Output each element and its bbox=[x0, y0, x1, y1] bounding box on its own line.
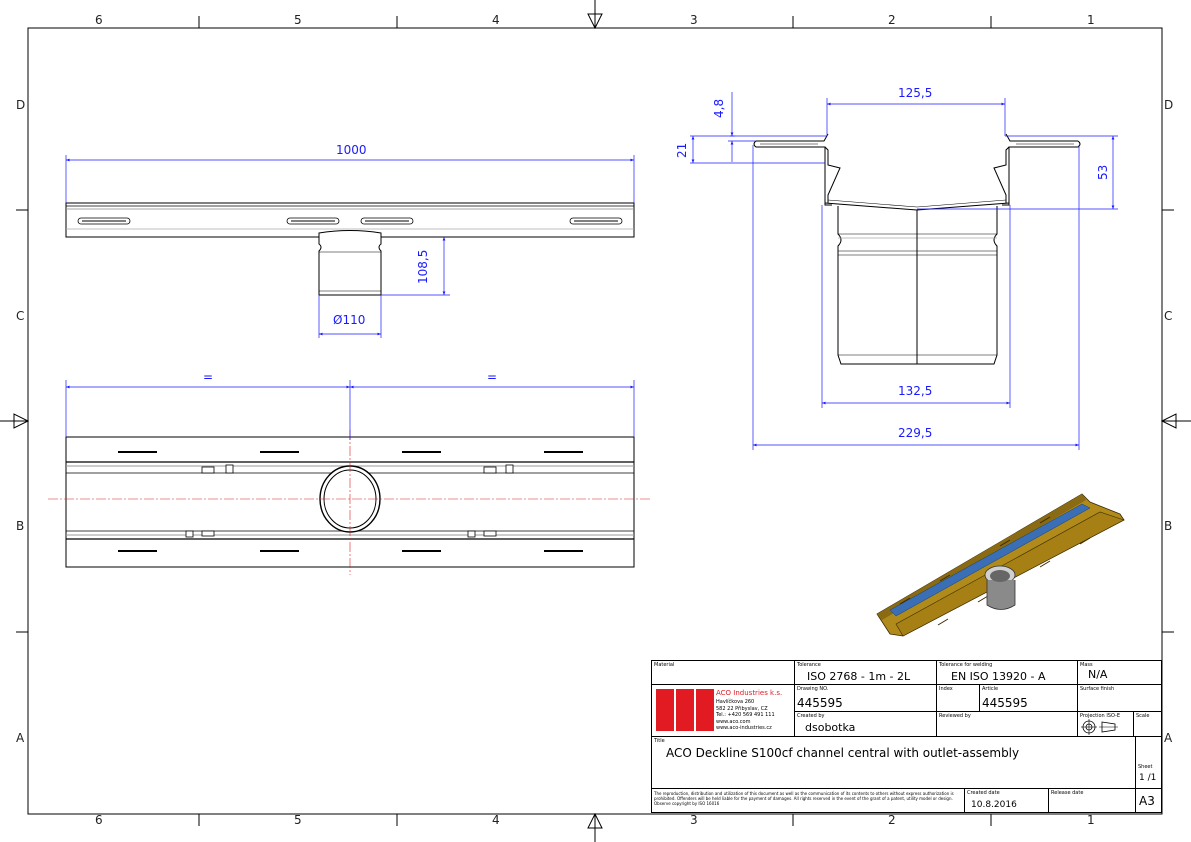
copyright-disclaimer: The reproduction, distribution and utili… bbox=[654, 791, 954, 806]
mass-cell: Mass N/A bbox=[1078, 661, 1162, 685]
drawing-title: ACO Deckline S100cf channel central with… bbox=[666, 746, 1020, 760]
surface-finish-cell: Surface finish bbox=[1078, 685, 1162, 712]
centering-mark-right bbox=[1160, 413, 1191, 429]
format-cell: A3 bbox=[1136, 789, 1162, 813]
created-by-label: Created by bbox=[797, 713, 825, 719]
created-by-cell: Created by dsobotka bbox=[795, 712, 937, 737]
drawing-no-cell: Drawing NO. 445595 bbox=[795, 685, 937, 712]
material-cell: Material bbox=[652, 661, 795, 685]
scale-label: Scale bbox=[1136, 713, 1150, 719]
dim-flange-height: 21 bbox=[675, 142, 689, 158]
address-line: www.aco.com bbox=[716, 718, 751, 725]
scale-cell: Scale bbox=[1134, 712, 1162, 737]
top-view bbox=[48, 380, 650, 575]
welding-tolerance-value: EN ISO 13920 - A bbox=[951, 670, 1046, 683]
address-line: Havlíčkova 260 bbox=[716, 699, 755, 705]
company-address: Havlíčkova 260 582 22 Přibyslav, CZ Tel.… bbox=[716, 699, 775, 732]
dim-equal-left: = bbox=[203, 370, 214, 384]
projection-symbol-icon bbox=[1081, 719, 1118, 735]
zone-label-left-B: B bbox=[16, 519, 25, 533]
tolerance-cell: Tolerance ISO 2768 - 1m - 2L bbox=[795, 661, 937, 685]
tolerance-label: Tolerance bbox=[797, 662, 821, 668]
address-line: www.aco-industries.cz bbox=[716, 725, 772, 731]
aco-logo bbox=[656, 689, 714, 731]
created-by-value: dsobotka bbox=[805, 721, 856, 734]
title-block: Material Tolerance ISO 2768 - 1m - 2L To… bbox=[651, 660, 1162, 813]
created-date-value: 10.8.2016 bbox=[971, 800, 1017, 810]
address-line: 582 22 Přibyslav, CZ bbox=[716, 705, 768, 712]
centering-mark-top bbox=[587, 0, 603, 30]
article-cell: Article 445595 bbox=[980, 685, 1078, 712]
zone-label-bottom-4: 4 bbox=[492, 813, 500, 827]
company-name: ACO Industries k.s. bbox=[716, 689, 783, 697]
dim-length-1000: 1000 bbox=[336, 143, 367, 157]
material-label: Material bbox=[654, 662, 675, 668]
dim-top-width: 125,5 bbox=[898, 86, 933, 100]
zone-label-left-C: C bbox=[16, 309, 25, 323]
reviewed-by-cell: Reviewed by bbox=[937, 712, 1078, 737]
zone-label-right-B: B bbox=[1164, 519, 1173, 533]
dim-total-width: 229,5 bbox=[898, 426, 933, 440]
zone-label-bottom-2: 2 bbox=[888, 813, 896, 827]
welding-tolerance-cell: Tolerance for welding EN ISO 13920 - A bbox=[937, 661, 1078, 685]
created-date-label: Created date bbox=[967, 790, 1000, 796]
welding-tolerance-label: Tolerance for welding bbox=[939, 662, 993, 668]
dim-equal-right: = bbox=[487, 370, 498, 384]
title-label: Title bbox=[654, 738, 665, 744]
dim-outlet-width: 132,5 bbox=[898, 384, 933, 398]
projection-label: Projection ISO-E bbox=[1080, 713, 1120, 719]
section-view bbox=[690, 92, 1118, 450]
zone-label-bottom-6: 6 bbox=[95, 813, 103, 827]
release-date-label: Release date bbox=[1051, 790, 1084, 796]
disclaimer-cell: The reproduction, distribution and utili… bbox=[652, 789, 965, 813]
sheet-format: A3 bbox=[1139, 794, 1155, 808]
article-value: 445595 bbox=[982, 696, 1028, 710]
zone-label-top-4: 4 bbox=[492, 13, 500, 27]
zone-label-top-2: 2 bbox=[888, 13, 896, 27]
zone-label-right-C: C bbox=[1164, 309, 1173, 323]
zone-label-top-5: 5 bbox=[294, 13, 302, 27]
dim-outlet-diameter: Ø110 bbox=[333, 313, 366, 327]
zone-label-top-3: 3 bbox=[690, 13, 698, 27]
sheet-label: Sheet bbox=[1138, 764, 1153, 770]
dim-flange-thickness: 4,8 bbox=[712, 98, 726, 118]
dim-depth: 53 bbox=[1096, 164, 1110, 180]
mass-value: N/A bbox=[1088, 668, 1108, 681]
sheet-cell: Sheet 1 /1 bbox=[1136, 737, 1162, 789]
zone-label-left-D: D bbox=[16, 98, 26, 112]
created-date-cell: Created date 10.8.2016 bbox=[965, 789, 1049, 813]
title-cell: Title ACO Deckline S100cf channel centra… bbox=[652, 737, 1136, 789]
zone-label-right-D: D bbox=[1164, 98, 1174, 112]
company-cell: ACO Industries k.s. Havlíčkova 260 582 2… bbox=[652, 685, 795, 737]
surface-finish-label: Surface finish bbox=[1080, 686, 1115, 692]
reviewed-by-label: Reviewed by bbox=[939, 713, 971, 719]
zone-label-bottom-1: 1 bbox=[1087, 813, 1095, 827]
front-view bbox=[65, 155, 635, 338]
isometric-view bbox=[876, 493, 1125, 637]
sheet-value: 1 /1 bbox=[1139, 773, 1157, 783]
dim-outlet-height: 108,5 bbox=[416, 249, 430, 284]
index-label: Index bbox=[939, 686, 953, 692]
article-label: Article bbox=[982, 686, 999, 692]
centering-mark-bottom bbox=[587, 812, 603, 842]
zone-label-left-A: A bbox=[16, 731, 25, 745]
zone-label-top-6: 6 bbox=[95, 13, 103, 27]
zone-label-top-1: 1 bbox=[1087, 13, 1095, 27]
tolerance-value: ISO 2768 - 1m - 2L bbox=[807, 670, 911, 683]
zone-label-bottom-5: 5 bbox=[294, 813, 302, 827]
projection-cell: Projection ISO-E bbox=[1078, 712, 1134, 737]
release-date-cell: Release date bbox=[1049, 789, 1136, 813]
address-line: Tel.: +420 569 491 111 bbox=[716, 712, 775, 718]
drawing-no-label: Drawing NO. bbox=[797, 686, 829, 692]
drawing-no-value: 445595 bbox=[797, 696, 843, 710]
centering-mark-left bbox=[0, 413, 30, 429]
mass-label: Mass bbox=[1080, 662, 1093, 668]
zone-label-bottom-3: 3 bbox=[690, 813, 698, 827]
zone-label-right-A: A bbox=[1164, 731, 1173, 745]
index-cell: Index bbox=[937, 685, 980, 712]
